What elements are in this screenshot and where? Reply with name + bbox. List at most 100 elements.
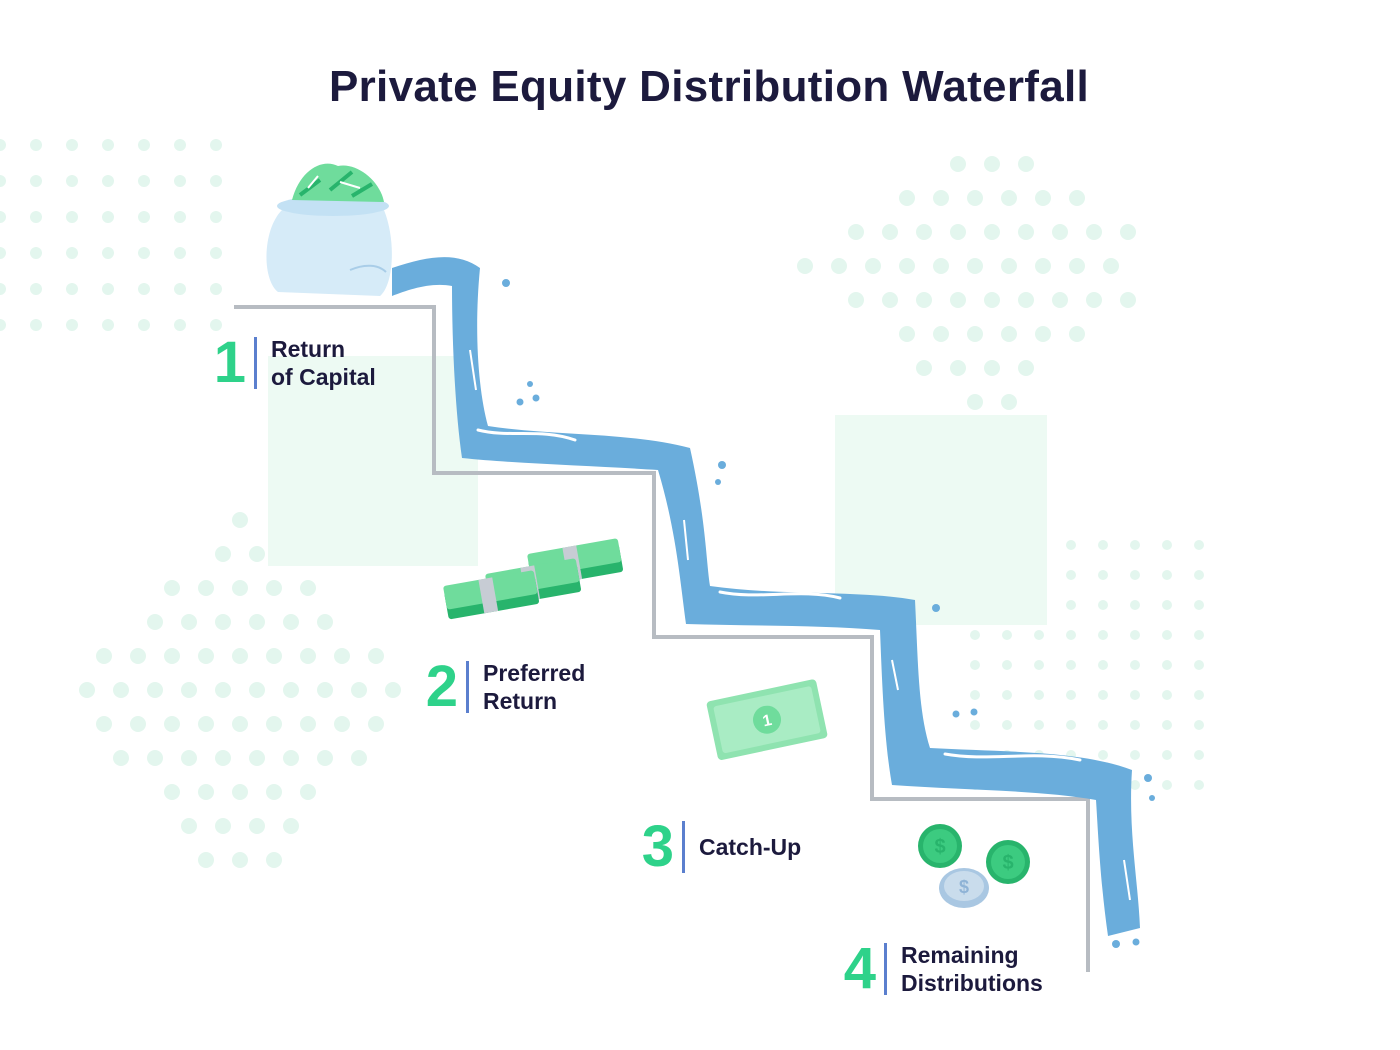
decorative-dot [899, 258, 915, 274]
decorative-dot [1194, 780, 1204, 790]
decorative-dot [950, 360, 966, 376]
decorative-dot [164, 648, 180, 664]
decorative-dot [102, 139, 114, 151]
decorative-dot [1130, 600, 1140, 610]
decorative-dot [198, 648, 214, 664]
decorative-dot [174, 211, 186, 223]
decorative-dot [1098, 690, 1108, 700]
decorative-dot [102, 211, 114, 223]
decorative-dot [174, 175, 186, 187]
decorative-dot [300, 784, 316, 800]
decorative-dot [215, 614, 231, 630]
decorative-dot [1194, 600, 1204, 610]
decorative-dot [147, 614, 163, 630]
decorative-dot [1098, 570, 1108, 580]
decorative-dot [102, 175, 114, 187]
decorative-dot [249, 750, 265, 766]
decorative-dot [831, 258, 847, 274]
decorative-dot [351, 682, 367, 698]
decorative-dot [1001, 190, 1017, 206]
decorative-dot [147, 750, 163, 766]
decorative-dot [1098, 750, 1108, 760]
decorative-dot [385, 682, 401, 698]
decorative-dot [174, 247, 186, 259]
decorative-dot [215, 682, 231, 698]
decorative-dot [882, 224, 898, 240]
decorative-dot [66, 319, 78, 331]
decorative-dot [300, 580, 316, 596]
decorative-dot [138, 283, 150, 295]
step-number: 1 [213, 330, 246, 395]
decorative-dot [984, 360, 1000, 376]
svg-text:$: $ [959, 877, 969, 897]
decorative-dot [1120, 292, 1136, 308]
decorative-dot [368, 648, 384, 664]
decorative-dot [1069, 258, 1085, 274]
decorative-dot [1162, 540, 1172, 550]
decorative-dot [30, 175, 42, 187]
decorative-dot [848, 292, 864, 308]
decorative-dot [1001, 394, 1017, 410]
decorative-dot [198, 580, 214, 596]
decorative-dot [1103, 258, 1119, 274]
decorative-dot [1066, 660, 1076, 670]
decorative-dot [1069, 326, 1085, 342]
decorative-dot [174, 319, 186, 331]
step-title: Remaining Distributions [901, 942, 1043, 996]
decorative-dot [1002, 660, 1012, 670]
decorative-dot [970, 630, 980, 640]
decorative-dot [210, 319, 222, 331]
step-title: Catch-Up [699, 834, 802, 860]
decorative-dot [130, 648, 146, 664]
decorative-dot [1194, 690, 1204, 700]
decorative-dot [66, 283, 78, 295]
decorative-dot [1130, 780, 1140, 790]
decorative-dot [351, 750, 367, 766]
decorative-dot [0, 139, 6, 151]
decorative-dot [232, 580, 248, 596]
decorative-dot [1162, 750, 1172, 760]
decorative-dot [1162, 570, 1172, 580]
coin-icon: $ [939, 868, 989, 908]
decorative-dot [138, 139, 150, 151]
decorative-dot [232, 784, 248, 800]
decorative-dot [1018, 224, 1034, 240]
decorative-dot [950, 224, 966, 240]
coin-icon: $ [918, 824, 962, 868]
decorative-dot [1162, 720, 1172, 730]
decorative-dot [1002, 690, 1012, 700]
decorative-dot [1052, 224, 1068, 240]
decorative-dot [1066, 720, 1076, 730]
svg-text:$: $ [1002, 852, 1013, 874]
bill-symbol: 1 [761, 712, 773, 730]
decorative-dot [984, 156, 1000, 172]
step-divider [884, 943, 887, 995]
decorative-dot [66, 139, 78, 151]
step-title: Return of Capital [271, 336, 376, 390]
decorative-dot [1066, 600, 1076, 610]
decorative-dot [1034, 630, 1044, 640]
decorative-dot [1035, 258, 1051, 274]
decorative-dot [1098, 630, 1108, 640]
step-divider [254, 337, 257, 389]
decorative-dot [916, 224, 932, 240]
decorative-dot [66, 211, 78, 223]
decorative-dot [210, 139, 222, 151]
decorative-dot [79, 682, 95, 698]
step-number: 4 [843, 936, 876, 1001]
decorative-dot [1194, 570, 1204, 580]
decorative-dot [1001, 258, 1017, 274]
decorative-dot [1162, 660, 1172, 670]
decorative-dot [198, 716, 214, 732]
decorative-dot [283, 818, 299, 834]
decorative-dot [1162, 630, 1172, 640]
decorative-dot [283, 614, 299, 630]
stairs-outline [234, 305, 1090, 972]
decorative-dot [950, 156, 966, 172]
decorative-dot [210, 211, 222, 223]
decorative-dot [368, 716, 384, 732]
decorative-dot [283, 750, 299, 766]
decorative-dot [865, 258, 881, 274]
decorative-dot [210, 283, 222, 295]
decorative-dot [933, 258, 949, 274]
